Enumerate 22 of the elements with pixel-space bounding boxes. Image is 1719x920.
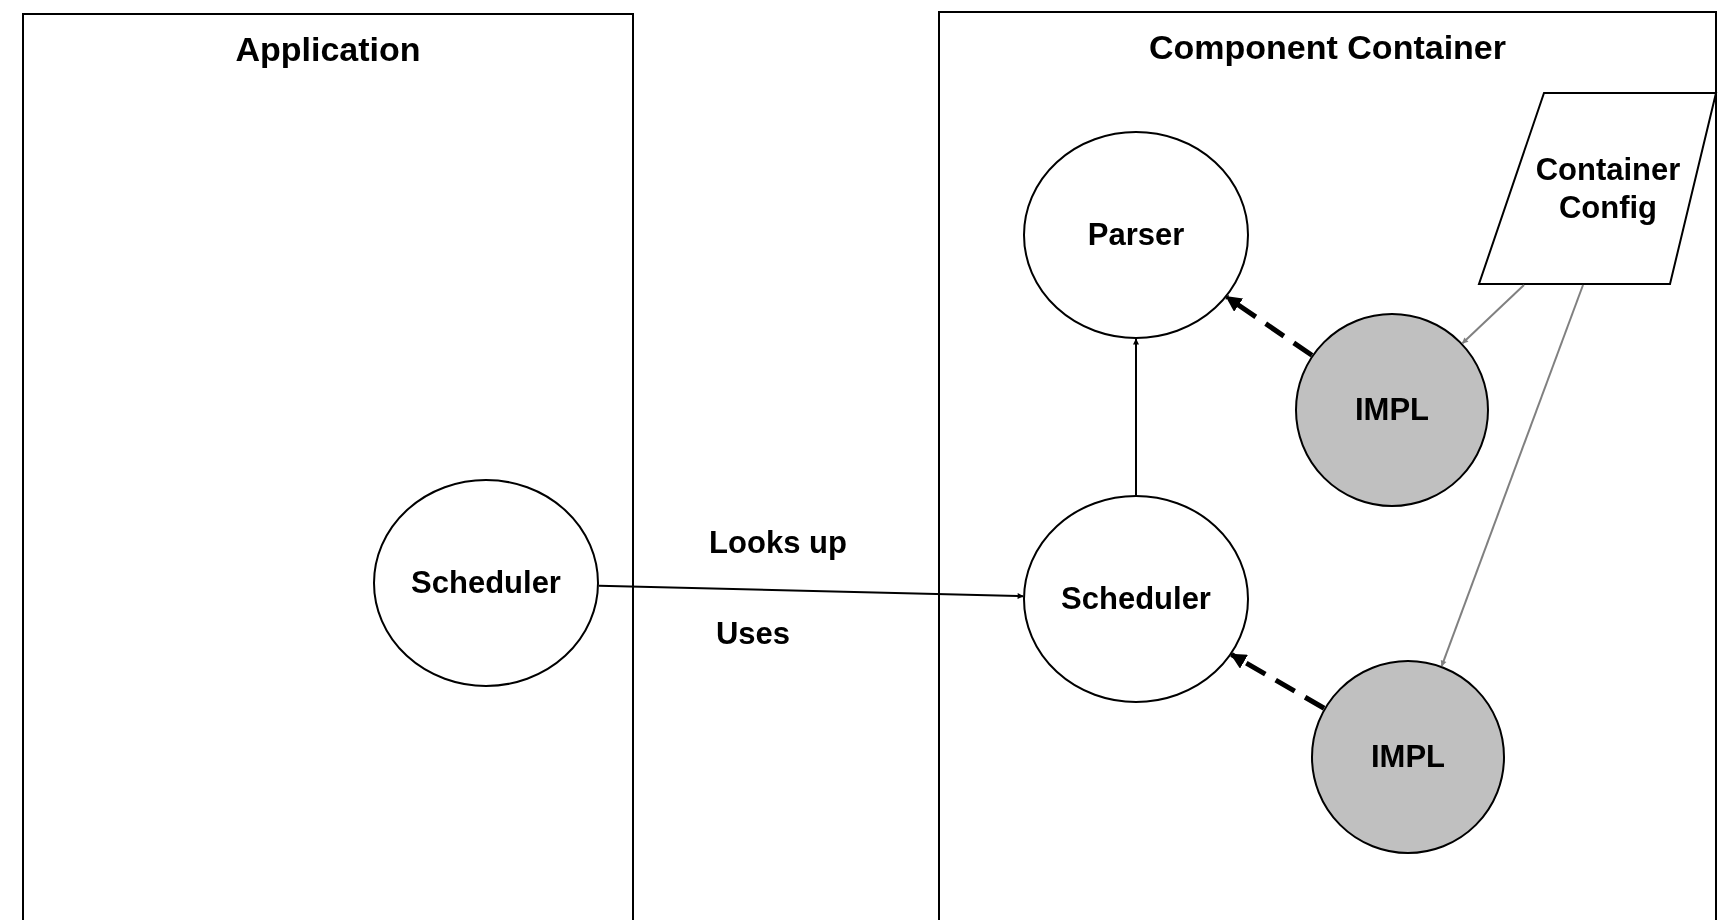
container-box <box>938 11 1717 920</box>
node-label: IMPL <box>1354 391 1430 429</box>
node-label: Scheduler <box>411 564 561 602</box>
arrow <box>1133 338 1139 496</box>
dashed-arrow <box>1225 294 1314 358</box>
node-label: Parser <box>1087 216 1185 254</box>
dashed-arrow <box>1230 652 1326 711</box>
container-box <box>22 13 634 920</box>
config-parallelogram <box>1478 92 1718 285</box>
arrow <box>1461 284 1525 345</box>
component-ellipse <box>373 479 599 687</box>
container-title: Application <box>234 29 422 70</box>
node-label: IMPL <box>1370 738 1446 776</box>
node-label: Container Config <box>1534 151 1682 226</box>
impl-circle <box>1311 660 1505 854</box>
arrow <box>597 584 1025 600</box>
arrow <box>1440 284 1584 668</box>
impl-circle <box>1295 313 1489 507</box>
node-label: Scheduler <box>1061 580 1211 618</box>
container-title: Component Container <box>1148 27 1507 68</box>
component-ellipse <box>1023 495 1249 703</box>
component-ellipse <box>1023 131 1249 339</box>
